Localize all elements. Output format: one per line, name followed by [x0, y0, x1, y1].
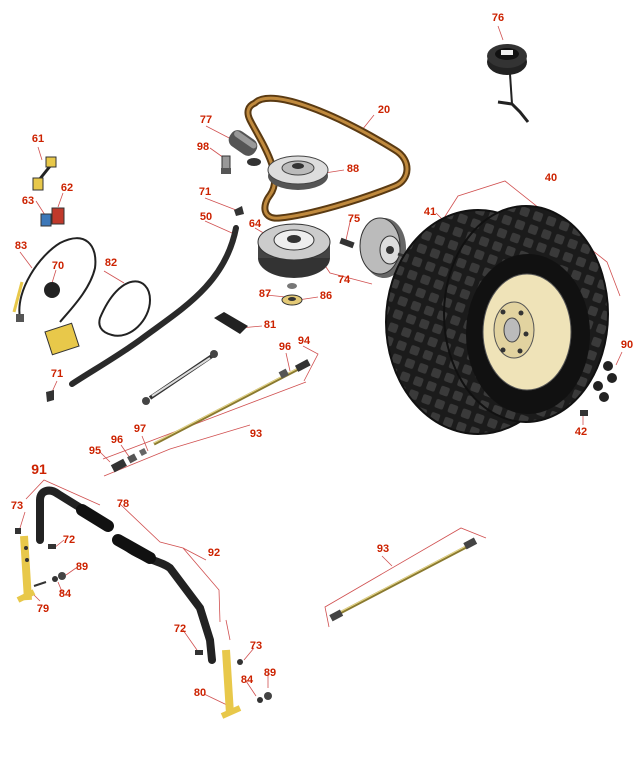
- callout-98[interactable]: 98: [196, 141, 210, 153]
- key-icon: [32, 156, 57, 191]
- callout-84[interactable]: 84: [58, 588, 72, 600]
- callout-86[interactable]: 86: [319, 290, 333, 302]
- pad-icon: [214, 312, 248, 334]
- callout-87[interactable]: 87: [258, 288, 272, 300]
- callout-84[interactable]: 84: [240, 674, 254, 686]
- callout-93[interactable]: 93: [376, 543, 390, 555]
- callout-96[interactable]: 96: [278, 341, 292, 353]
- callout-88[interactable]: 88: [346, 163, 360, 175]
- callout-75[interactable]: 75: [347, 213, 361, 225]
- turnbuckle-icon: [142, 350, 218, 405]
- callout-70[interactable]: 70: [51, 260, 65, 272]
- callout-73[interactable]: 73: [10, 500, 24, 512]
- callout-61[interactable]: 61: [31, 133, 45, 145]
- callout-94[interactable]: 94: [297, 335, 311, 347]
- lug-nut-icon: [580, 361, 617, 416]
- clip-icon-lower: [46, 390, 54, 402]
- callout-91[interactable]: 91: [31, 461, 47, 477]
- callout-97[interactable]: 97: [133, 423, 147, 435]
- washer-icon: [281, 283, 303, 306]
- callout-79[interactable]: 79: [36, 603, 50, 615]
- callout-72[interactable]: 72: [62, 534, 76, 546]
- callout-93[interactable]: 93: [249, 428, 263, 440]
- callout-71[interactable]: 71: [50, 368, 64, 380]
- callout-82[interactable]: 82: [104, 257, 118, 269]
- callout-76[interactable]: 76: [491, 12, 505, 24]
- clip-icon: [234, 206, 244, 216]
- callout-81[interactable]: 81: [263, 319, 277, 331]
- callout-71[interactable]: 71: [198, 186, 212, 198]
- callout-62[interactable]: 62: [60, 182, 74, 194]
- callout-40[interactable]: 40: [544, 172, 558, 184]
- callout-92[interactable]: 92: [207, 547, 221, 559]
- clutch-icon: [257, 223, 331, 278]
- spring-icon: [228, 130, 261, 166]
- callout-96[interactable]: 96: [110, 434, 124, 446]
- lever-icon-right: [112, 534, 272, 719]
- rod-icon: [110, 359, 311, 473]
- pulley-icon: [267, 155, 329, 190]
- rod-icon-lower: [329, 537, 478, 622]
- fuel-cap-icon: [487, 44, 530, 123]
- hose-icon: [69, 225, 239, 387]
- callout-20[interactable]: 20: [377, 104, 391, 116]
- lever-icon: [15, 486, 114, 603]
- callout-63[interactable]: 63: [21, 195, 35, 207]
- callout-90[interactable]: 90: [620, 339, 634, 351]
- callout-78[interactable]: 78: [116, 498, 130, 510]
- callout-80[interactable]: 80: [193, 687, 207, 699]
- belt-icon: [244, 94, 411, 222]
- callout-73[interactable]: 73: [249, 640, 263, 652]
- callout-64[interactable]: 64: [248, 218, 262, 230]
- callout-42[interactable]: 42: [574, 426, 588, 438]
- callout-89[interactable]: 89: [263, 667, 277, 679]
- callout-95[interactable]: 95: [88, 445, 102, 457]
- callout-83[interactable]: 83: [14, 240, 28, 252]
- callout-50[interactable]: 50: [199, 211, 213, 223]
- cable-icon: [12, 237, 152, 356]
- callout-41[interactable]: 41: [423, 206, 437, 218]
- callout-89[interactable]: 89: [75, 561, 89, 573]
- callout-77[interactable]: 77: [199, 114, 213, 126]
- callout-74[interactable]: 74: [337, 274, 351, 286]
- fitting-icon: [221, 155, 231, 174]
- callout-72[interactable]: 72: [173, 623, 187, 635]
- switch-icon: [40, 207, 65, 227]
- wheel-icon: [385, 205, 609, 435]
